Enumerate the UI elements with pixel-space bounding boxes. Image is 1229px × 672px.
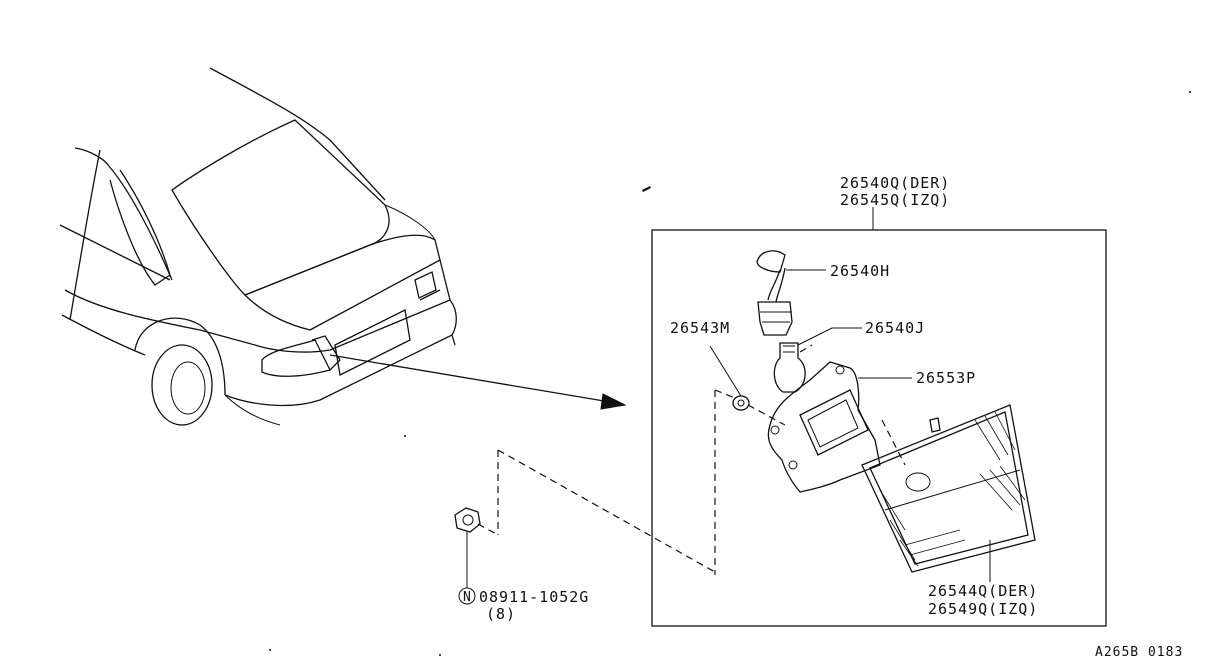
bracket: [767, 361, 881, 493]
scan-specks: [269, 91, 1191, 656]
nut-symbol: N: [463, 590, 472, 605]
nut-part-label: N 08911-1052G (8): [458, 587, 589, 623]
bulb: [773, 342, 806, 393]
lens-label-right: 26544Q(DER): [928, 582, 1038, 600]
leader-lines: [466, 207, 991, 588]
socket-label: 26540H: [830, 262, 890, 280]
nut-label: 08911-1052G: [479, 588, 589, 606]
drawing-code: A265B 0183: [1095, 645, 1183, 660]
bulb-label: 26540J: [865, 319, 925, 337]
car-rear-illustration: [59, 67, 627, 426]
assembly-label-left: 26545Q(IZQ): [840, 191, 950, 209]
lens-label-left: 26549Q(IZQ): [928, 600, 1038, 618]
mounting-dashed-lines: [477, 344, 906, 575]
grommet-label: 26543M: [670, 319, 730, 337]
assembly-label-right: 26540Q(DER): [840, 174, 950, 192]
socket-with-wire: [756, 250, 793, 336]
grommet: [732, 395, 750, 411]
nut: [454, 507, 481, 533]
bracket-label: 26553P: [916, 369, 976, 387]
nut-qty: (8): [486, 605, 516, 623]
assembly-box: [651, 229, 1107, 627]
lens: [861, 404, 1036, 573]
lens-hatching: [879, 411, 1026, 567]
